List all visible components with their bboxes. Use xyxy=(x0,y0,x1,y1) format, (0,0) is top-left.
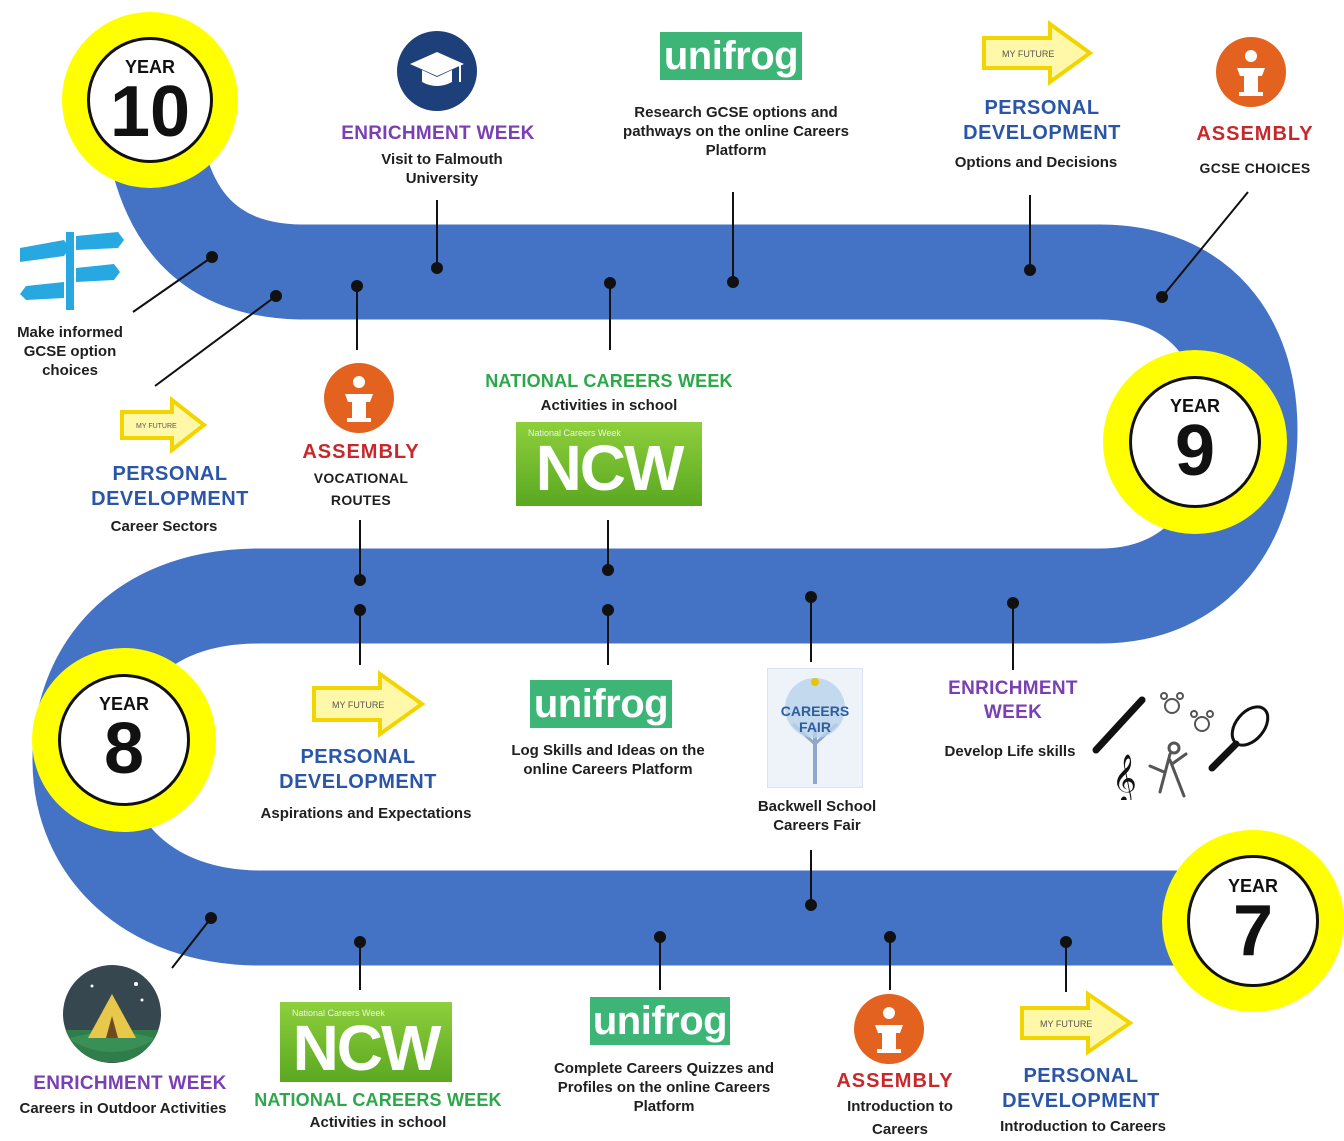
my-future-text: MY FUTURE xyxy=(1002,49,1054,59)
year-number: 10 xyxy=(109,71,191,152)
ncw-logo: National Careers Week NCW xyxy=(516,422,702,506)
music-note-icon: 𝄞 xyxy=(1112,753,1137,800)
ncw-small-text: National Careers Week xyxy=(292,1008,385,1018)
my-future-text: MY FUTURE xyxy=(1040,1019,1092,1029)
my-future-arrow-icon: MY FUTURE xyxy=(1020,990,1134,1056)
whisk-icon xyxy=(1208,705,1270,772)
y7-pd-desc: Introduction to Careers xyxy=(1000,1118,1166,1135)
ncw-big-text: NCW xyxy=(292,1012,442,1084)
lectern-speaker-icon xyxy=(854,994,924,1064)
y8-enrichment-desc: Develop Life skills xyxy=(944,743,1076,760)
my-future-text: MY FUTURE xyxy=(136,423,177,430)
year-label: YEAR xyxy=(1169,396,1220,417)
paw-icon xyxy=(1160,692,1214,732)
careers-fair-text: FAIR xyxy=(799,719,831,735)
y9-assembly-title: ASSEMBLY xyxy=(302,441,420,463)
y10-assembly-title: ASSEMBLY xyxy=(1196,123,1314,145)
y10-enrichment-desc: Visit to Falmouth University xyxy=(381,151,503,187)
y8-enrichment-title: ENRICHMENT WEEK xyxy=(948,678,1078,723)
careers-fair-text: CAREERS xyxy=(781,703,849,719)
ncw-small-text: National Careers Week xyxy=(528,428,621,438)
y9-pd-desc: Career Sectors xyxy=(110,518,218,535)
y9-ncw-desc: Activities in school xyxy=(540,397,678,414)
y8-unifrog-desc: Log Skills and Ideas on the online Caree… xyxy=(511,742,705,778)
year-number: 8 xyxy=(103,709,144,790)
gcse-choices-desc: Make informed GCSE option choices xyxy=(17,324,123,379)
year-label: YEAR xyxy=(124,56,175,77)
y8-pd-desc: Aspirations and Expectations xyxy=(260,805,472,822)
life-skills-icons: 𝄞 xyxy=(1092,692,1270,800)
y10-enrichment-title: ENRICHMENT WEEK xyxy=(341,123,535,144)
y7-enrichment-title: ENRICHMENT WEEK xyxy=(33,1073,227,1094)
lectern-speaker-icon xyxy=(324,363,394,433)
lectern-speaker-icon xyxy=(1216,37,1286,107)
unifrog-logo: unifrog xyxy=(590,997,730,1045)
y7-ncw-desc: Activities in school xyxy=(309,1114,447,1131)
paintbrush-icon xyxy=(1092,696,1146,754)
y10-assembly-desc: GCSE CHOICES xyxy=(1199,160,1311,176)
y9-assembly-desc: VOCATIONAL ROUTES xyxy=(313,470,409,508)
ncw-logo: National Careers Week NCW xyxy=(280,1002,452,1082)
y8-fair-desc: Backwell School Careers Fair xyxy=(757,798,877,834)
y7-enrichment-desc: Careers in Outdoor Activities xyxy=(19,1100,227,1117)
signpost-icon xyxy=(20,232,124,310)
year-number: 7 xyxy=(1232,890,1273,971)
y7-assembly-title: ASSEMBLY xyxy=(836,1070,954,1092)
my-future-arrow-icon: MY FUTURE xyxy=(120,396,208,454)
y7-pd-title: PERSONAL DEVELOPMENT xyxy=(1002,1065,1160,1112)
unifrog-logo: unifrog xyxy=(660,32,802,80)
y7-unifrog-desc: Complete Careers Quizzes and Profiles on… xyxy=(553,1060,775,1115)
unifrog-logo: unifrog xyxy=(530,680,672,728)
road-path xyxy=(32,104,1298,966)
campsite-tent-icon xyxy=(63,965,161,1063)
my-future-arrow-icon: MY FUTURE xyxy=(312,670,426,738)
year-number: 9 xyxy=(1174,411,1215,492)
connectors xyxy=(132,191,1249,992)
y9-ncw-title: NATIONAL CAREERS WEEK xyxy=(485,371,733,391)
yoga-figure-icon xyxy=(1148,741,1188,798)
y9-pd-title: PERSONAL DEVELOPMENT xyxy=(91,463,249,510)
year-label: YEAR xyxy=(98,694,149,715)
ncw-big-text: NCW xyxy=(535,432,685,504)
graduation-cap-icon xyxy=(397,31,477,111)
careers-fair-tree-icon: CAREERS FAIR xyxy=(767,668,863,788)
year-label: YEAR xyxy=(1227,875,1278,896)
y10-unifrog-desc: Research GCSE options and pathways on th… xyxy=(623,104,849,159)
my-future-arrow-icon: MY FUTURE xyxy=(982,20,1094,86)
y8-pd-title: PERSONAL DEVELOPMENT xyxy=(279,746,437,793)
y7-ncw-title: NATIONAL CAREERS WEEK xyxy=(254,1090,502,1110)
y7-assembly-desc: Introduction to Careers xyxy=(847,1098,953,1138)
my-future-text: MY FUTURE xyxy=(332,700,384,710)
y10-pd-desc: Options and Decisions xyxy=(954,154,1118,171)
y10-pd-title: PERSONAL DEVELOPMENT xyxy=(963,97,1121,144)
